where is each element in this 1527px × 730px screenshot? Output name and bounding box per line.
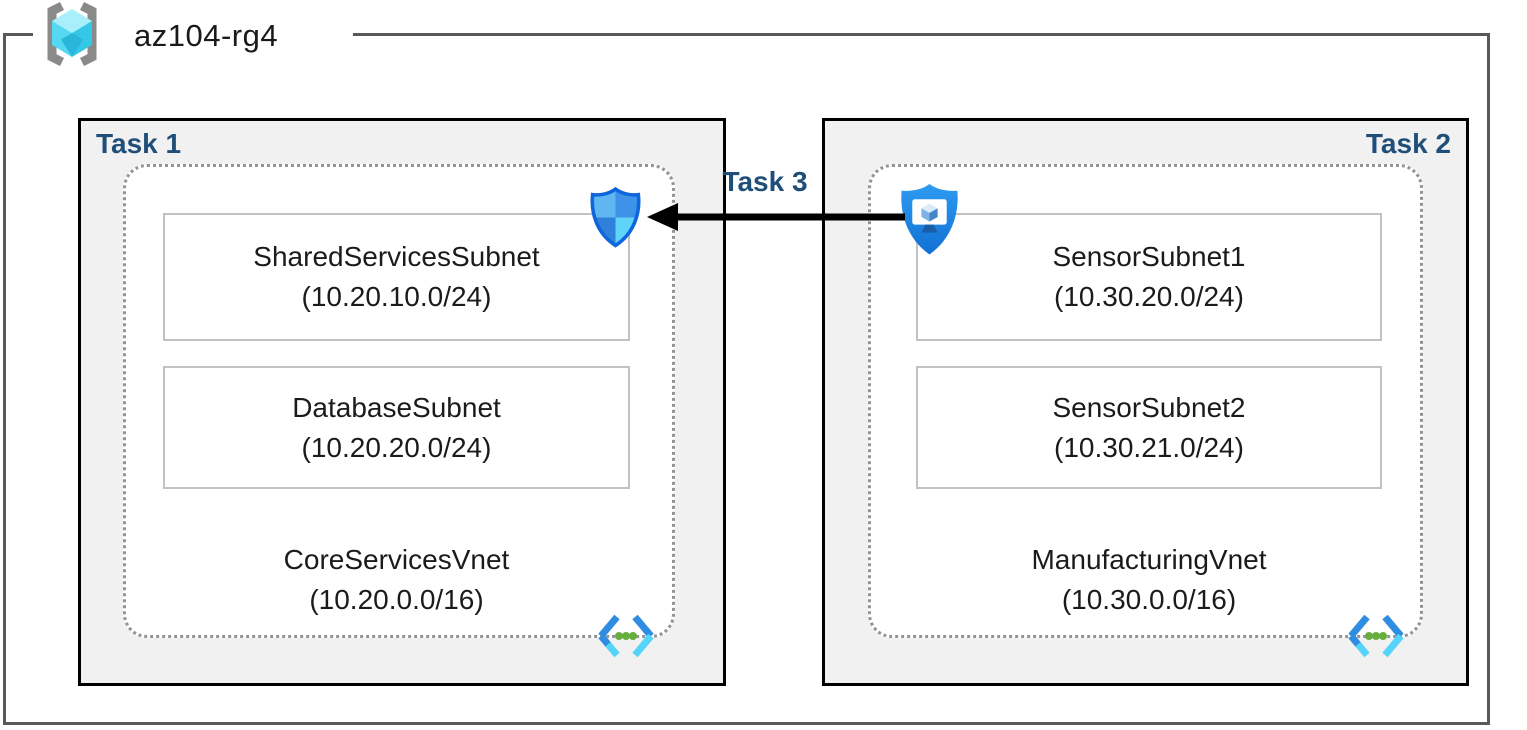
task3-label: Task 3 bbox=[722, 166, 808, 197]
database-subnet-box: DatabaseSubnet (10.20.20.0/24) bbox=[163, 366, 630, 489]
legend-mask bbox=[33, 29, 353, 40]
resource-group-icon bbox=[47, 2, 97, 66]
shared-services-subnet-box: SharedServicesSubnet (10.20.10.0/24) bbox=[163, 213, 630, 341]
subnet-name: DatabaseSubnet bbox=[292, 391, 501, 423]
virtual-network-icon bbox=[598, 614, 654, 658]
subnet-name: SensorSubnet2 bbox=[1052, 391, 1246, 423]
resource-group-frame bbox=[3, 33, 1490, 725]
network-security-shield-icon bbox=[590, 187, 641, 248]
bastion-shield-icon bbox=[901, 184, 958, 255]
vnet-cidr: (10.30.0.0/16) bbox=[1061, 583, 1237, 615]
core-services-vnet-label: CoreServicesVnet (10.20.0.0/16) bbox=[163, 540, 630, 620]
virtual-network-icon bbox=[1348, 614, 1404, 658]
task2-label: Task 2 bbox=[1365, 128, 1451, 159]
vnet-name: ManufacturingVnet bbox=[1031, 544, 1267, 575]
subnet-cidr: (10.20.10.0/24) bbox=[301, 281, 492, 312]
sensor-subnet2-box: SensorSubnet2 (10.30.21.0/24) bbox=[916, 366, 1382, 489]
vnet-name: CoreServicesVnet bbox=[283, 544, 510, 575]
manufacturing-vnet-label: ManufacturingVnet (10.30.0.0/16) bbox=[916, 540, 1382, 620]
peering-arrow bbox=[647, 203, 905, 231]
subnet-cidr: (10.30.20.0/24) bbox=[1054, 281, 1244, 312]
sensor-subnet1-box: SensorSubnet1 (10.30.20.0/24) bbox=[916, 213, 1382, 341]
subnet-cidr: (10.30.21.0/24) bbox=[1054, 431, 1244, 463]
vnet-cidr: (10.20.0.0/16) bbox=[309, 583, 484, 615]
subnet-name: SensorSubnet1 bbox=[1052, 241, 1246, 273]
resource-group-name: az104-rg4 bbox=[134, 18, 279, 53]
subnet-name: SharedServicesSubnet bbox=[253, 241, 540, 273]
subnet-cidr: (10.20.20.0/24) bbox=[301, 431, 492, 463]
task1-label: Task 1 bbox=[96, 128, 182, 159]
